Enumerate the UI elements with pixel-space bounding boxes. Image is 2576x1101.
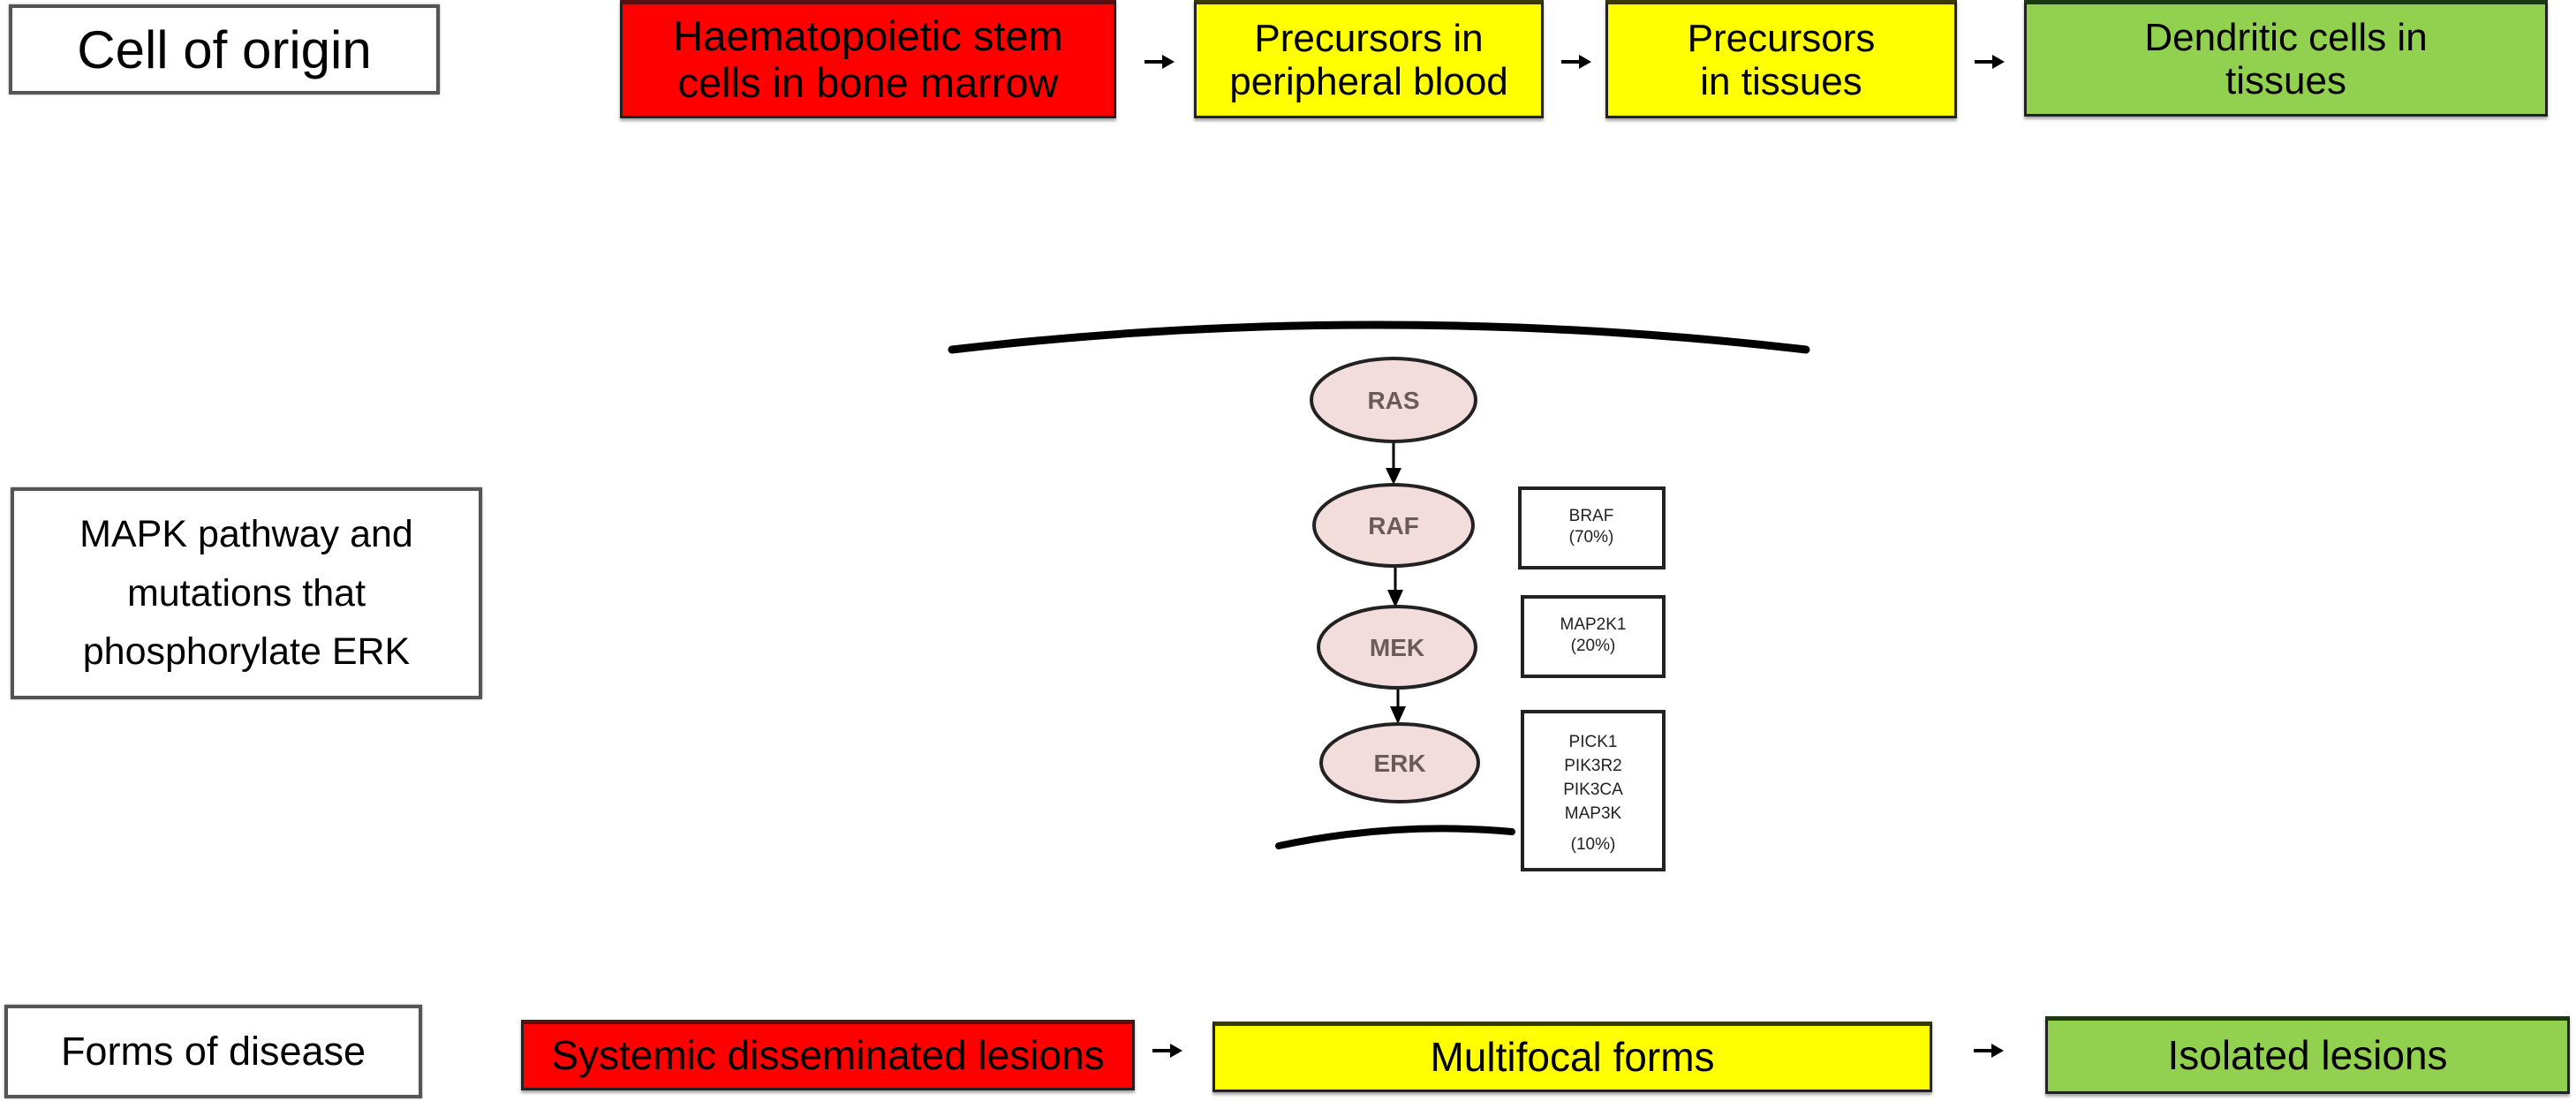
row-label-mapk-pathway: MAPK pathway and mutations that phosphor… xyxy=(11,487,482,699)
arrow-right-icon xyxy=(1152,1044,1182,1058)
stage-text-line: peripheral blood xyxy=(1229,60,1508,103)
pathway-arrow-raf-mek xyxy=(1387,565,1403,607)
node-label: ERK xyxy=(1373,750,1425,777)
stage-text-line: cells in bone marrow xyxy=(677,59,1059,106)
row-label-text: Forms of disease xyxy=(60,1029,366,1074)
node-label: RAS xyxy=(1367,387,1419,414)
row-label-forms-of-disease: Forms of disease xyxy=(4,1005,422,1098)
stage-text-line: Multifocal forms xyxy=(1430,1034,1715,1081)
stage-haematopoietic-stem-cells: Haematopoietic stem cells in bone marrow xyxy=(620,0,1116,118)
stage-text-line: Dendritic cells in xyxy=(2144,15,2428,59)
mutation-box-pi3k-map3k: PICK1 PIK3R2 PIK3CA MAP3K (10%) xyxy=(1521,710,1666,871)
node-label: RAF xyxy=(1368,512,1419,539)
stage-text-line: in tissues xyxy=(1700,60,1862,103)
node-raf: RAF xyxy=(1312,483,1475,568)
mutation-text: PICK1 xyxy=(1569,733,1618,751)
pathway-arrow-mek-erk xyxy=(1390,687,1406,724)
arrow-right-icon xyxy=(1561,55,1591,69)
stage-multifocal-forms: Multifocal forms xyxy=(1212,1022,1932,1092)
stage-text-line: Systemic disseminated lesions xyxy=(551,1032,1105,1079)
node-erk: ERK xyxy=(1319,722,1480,803)
mutation-text: (10%) xyxy=(1571,835,1616,854)
mutation-box-braf: BRAF (70%) xyxy=(1518,486,1666,569)
stage-text-line: Precursors in xyxy=(1254,16,1484,60)
node-ras: RAS xyxy=(1310,357,1477,443)
stage-text-line: Haematopoietic stem xyxy=(673,12,1063,60)
stage-dendritic-cells-in-tissues: Dendritic cells in tissues xyxy=(2024,0,2548,117)
stage-precursors-peripheral-blood: Precursors in peripheral blood xyxy=(1194,0,1544,118)
node-mek: MEK xyxy=(1317,605,1477,690)
mutation-text: MAP3K xyxy=(1565,804,1622,823)
mutation-text: (70%) xyxy=(1569,528,1614,547)
stage-precursors-in-tissues: Precursors in tissues xyxy=(1605,0,1957,118)
stage-text-line: tissues xyxy=(2225,59,2346,102)
row-label-text: Cell of origin xyxy=(77,19,372,79)
arrow-right-icon xyxy=(1144,55,1175,69)
row-label-text: MAPK pathway and xyxy=(79,513,413,556)
mutation-text: (20%) xyxy=(1571,637,1616,655)
stage-text-line: Precursors xyxy=(1687,16,1876,60)
node-label: MEK xyxy=(1370,634,1424,661)
stage-systemic-disseminated-lesions: Systemic disseminated lesions xyxy=(521,1020,1135,1090)
stage-isolated-lesions: Isolated lesions xyxy=(2045,1016,2570,1094)
mutation-text: PIK3CA xyxy=(1563,781,1623,799)
mutation-box-map2k1: MAP2K1 (20%) xyxy=(1521,595,1666,678)
row-label-text: phosphorylate ERK xyxy=(82,630,411,674)
stage-text-line: Isolated lesions xyxy=(2167,1032,2448,1079)
cell-membrane-bottom xyxy=(1275,825,1515,849)
cell-membrane-top xyxy=(948,320,1810,354)
pathway-arrow-ras-raf xyxy=(1386,441,1401,485)
row-label-text: mutations that xyxy=(126,571,366,615)
mutation-text: PIK3R2 xyxy=(1564,757,1621,775)
mutation-text: MAP2K1 xyxy=(1560,615,1627,634)
arrow-right-icon xyxy=(1974,1044,2004,1058)
mutation-text: BRAF xyxy=(1569,507,1614,525)
row-label-cell-of-origin: Cell of origin xyxy=(9,4,440,94)
arrow-right-icon xyxy=(1975,55,2005,69)
